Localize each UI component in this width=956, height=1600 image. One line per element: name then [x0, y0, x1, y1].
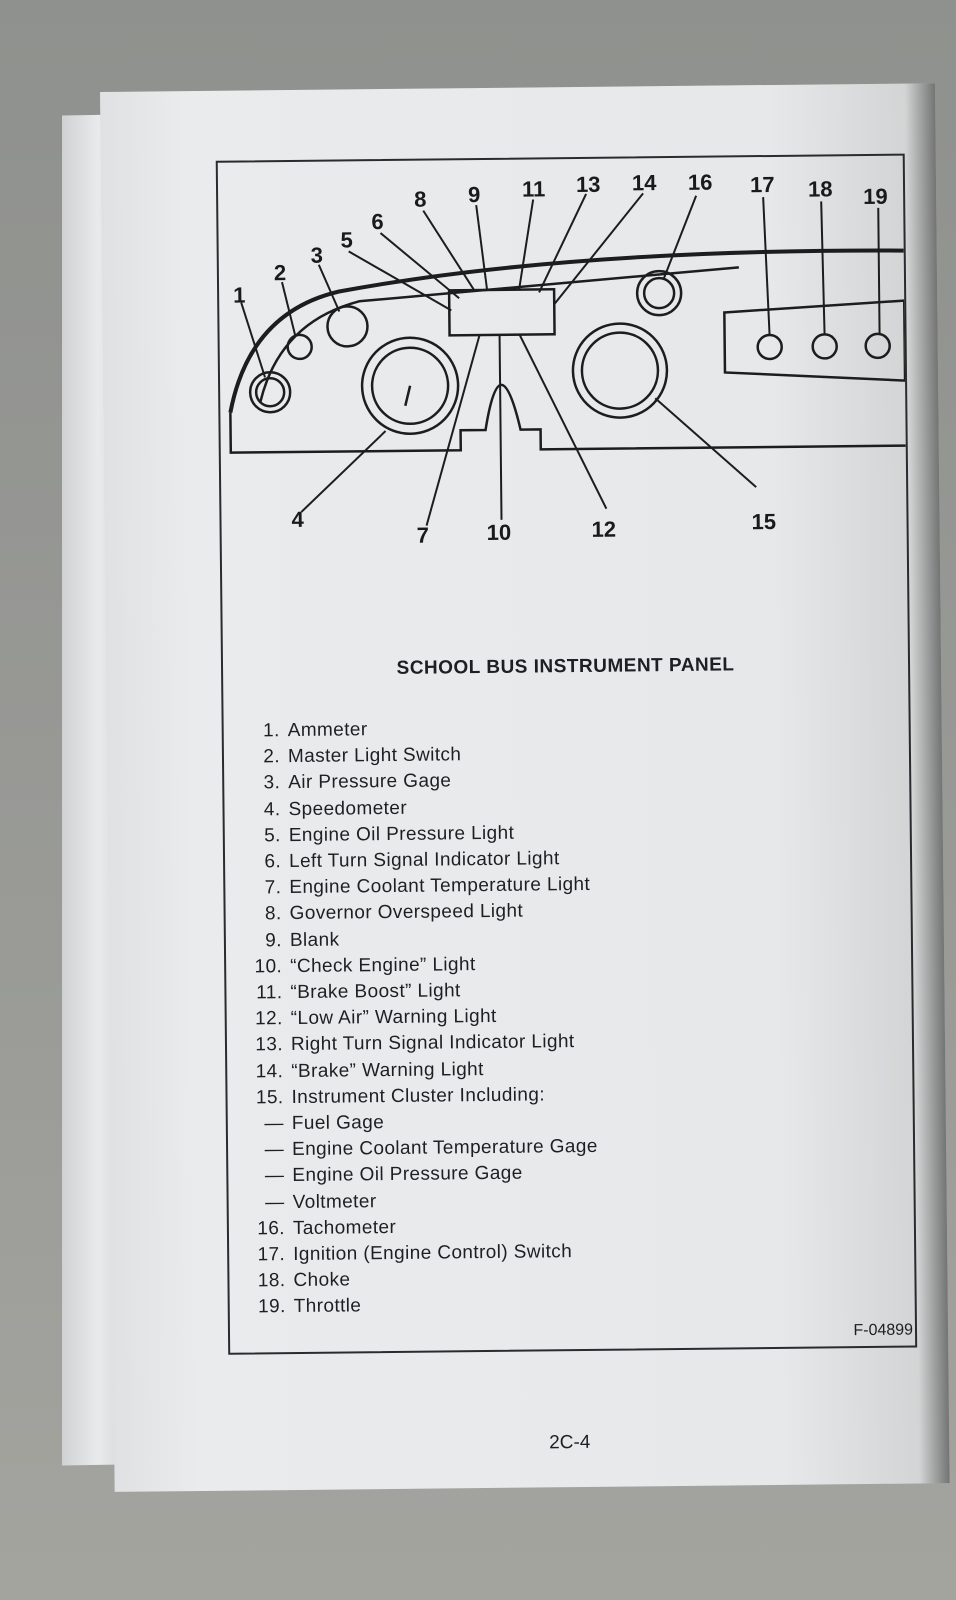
manual-page: 1 2 3 4 5 6 7 8 9 10 11 12 13 14 15 16 1… — [100, 83, 950, 1492]
legend-label: Ammeter — [287, 719, 368, 742]
legend-label: Ignition (Engine Control) Switch — [293, 1241, 573, 1266]
legend-number: — — [264, 1139, 285, 1161]
legend-number: 3. — [263, 772, 281, 794]
legend-label: Engine Coolant Temperature Light — [289, 874, 591, 899]
legend-number: 8. — [264, 903, 282, 925]
callout-15: 15 — [751, 509, 776, 534]
legend-item: 8. Governor Overspeed Light — [243, 898, 595, 928]
callout-1: 1 — [233, 282, 246, 307]
legend-item: 13. Right Turn Signal Indicator Light — [245, 1029, 597, 1059]
callout-3: 3 — [311, 243, 324, 268]
legend-number: 15. — [255, 1086, 284, 1109]
callout-18: 18 — [808, 176, 833, 201]
legend-item: 10. “Check Engine” Light — [244, 951, 596, 981]
instrument-panel-diagram: 1 2 3 4 5 6 7 8 9 10 11 12 13 14 15 16 1… — [228, 170, 907, 548]
legend-label: Throttle — [293, 1295, 362, 1318]
legend-label: Governor Overspeed Light — [289, 901, 524, 925]
legend-label: “Brake Boost” Light — [290, 980, 461, 1004]
legend-item: 11. “Brake Boost” Light — [244, 977, 596, 1007]
callout-7: 7 — [417, 523, 430, 548]
legend-item: 17. Ignition (Engine Control) Switch — [247, 1239, 599, 1269]
legend-label: “Low Air” Warning Light — [290, 1006, 497, 1030]
legend-item: — Voltmeter — [247, 1186, 599, 1216]
figure-title: SCHOOL BUS INSTRUMENT PANEL — [396, 654, 735, 679]
legend-item: 3. Air Pressure Gage — [242, 767, 594, 797]
callout-9: 9 — [468, 182, 481, 207]
legend-label: Left Turn Signal Indicator Light — [288, 848, 560, 873]
legend-item: 14. “Brake” Warning Light — [245, 1055, 597, 1085]
legend-number: 14. — [255, 1060, 284, 1083]
legend-number: 9. — [265, 929, 283, 951]
callout-10: 10 — [487, 520, 512, 545]
legend-item: 5. Engine Oil Pressure Light — [243, 820, 595, 850]
legend-label: Voltmeter — [292, 1190, 377, 1213]
legend-label: “Brake” Warning Light — [291, 1058, 484, 1082]
legend-number: 19. — [258, 1296, 286, 1318]
legend-label: Right Turn Signal Indicator Light — [290, 1031, 575, 1056]
legend-item: — Fuel Gage — [246, 1108, 598, 1138]
legend-label: “Check Engine” Light — [290, 953, 476, 977]
figure-code: F-04899 — [853, 1321, 914, 1340]
callout-16: 16 — [688, 170, 713, 195]
legend-number: — — [265, 1191, 285, 1213]
legend-number: 4. — [263, 798, 281, 820]
legend-item: 12. “Low Air” Warning Light — [245, 1003, 597, 1033]
figure-frame: 1 2 3 4 5 6 7 8 9 10 11 12 13 14 15 16 1… — [215, 153, 918, 1355]
legend-label: Choke — [293, 1269, 351, 1292]
legend-item: 6. Left Turn Signal Indicator Light — [243, 846, 595, 876]
legend-list: 1. Ammeter 2. Master Light Switch 3. Air Pres… — [242, 715, 600, 1321]
legend-item: 4. Speedometer — [242, 793, 594, 823]
callout-19: 19 — [863, 184, 888, 209]
legend-item: — Engine Coolant Temperature Gage — [246, 1134, 598, 1164]
legend-item: 18. Choke — [247, 1265, 599, 1295]
callout-12: 12 — [591, 517, 616, 542]
legend-item: 19. Throttle — [248, 1291, 600, 1321]
legend-label: Air Pressure Gage — [288, 770, 452, 794]
legend-number: 2. — [263, 746, 281, 768]
legend-item: 1. Ammeter — [242, 715, 594, 745]
legend-label: Instrument Cluster Including: — [291, 1084, 546, 1108]
callout-13: 13 — [576, 172, 601, 197]
page-number: 2C-4 — [549, 1431, 591, 1454]
legend-number: — — [264, 1113, 284, 1135]
legend-number: 5. — [264, 824, 281, 847]
legend-label: Engine Coolant Temperature Gage — [291, 1136, 598, 1161]
legend-label: Fuel Gage — [291, 1112, 385, 1135]
legend-number: 13. — [255, 1034, 284, 1056]
legend-label: Engine Oil Pressure Light — [288, 822, 515, 846]
legend-item: 7. Engine Coolant Temperature Light — [243, 872, 595, 902]
legend-number: 12. — [254, 1008, 283, 1030]
legend-item: 15. Instrument Cluster Including: — [245, 1082, 597, 1112]
callout-4: 4 — [291, 507, 304, 532]
legend-item: 2. Master Light Switch — [242, 741, 594, 771]
legend-number: 7. — [264, 877, 282, 899]
callout-5: 5 — [340, 227, 353, 252]
legend-number: — — [264, 1165, 285, 1187]
legend-number: 16. — [257, 1217, 286, 1240]
callout-6: 6 — [371, 209, 384, 234]
legend-label: Tachometer — [292, 1216, 397, 1239]
legend-item: 16. Tachometer — [247, 1213, 599, 1243]
legend-number: 1. — [262, 720, 280, 742]
legend-item: 9. Blank — [244, 924, 596, 954]
legend-number: 17. — [257, 1244, 286, 1266]
callout-8: 8 — [414, 187, 427, 212]
legend-label: Engine Oil Pressure Gage — [292, 1163, 523, 1187]
callout-14: 14 — [632, 170, 657, 195]
legend-number: 10. — [254, 955, 283, 978]
legend-label: Master Light Switch — [287, 744, 462, 768]
legend-label: Speedometer — [288, 797, 408, 820]
legend-item: — Engine Oil Pressure Gage — [246, 1160, 598, 1190]
legend-number: 11. — [256, 982, 283, 1004]
callout-11: 11 — [522, 176, 546, 201]
callout-2: 2 — [274, 260, 287, 285]
legend-number: 6. — [264, 851, 282, 873]
callout-17: 17 — [750, 172, 775, 197]
legend-label: Blank — [289, 929, 340, 951]
legend-number: 18. — [257, 1270, 286, 1292]
